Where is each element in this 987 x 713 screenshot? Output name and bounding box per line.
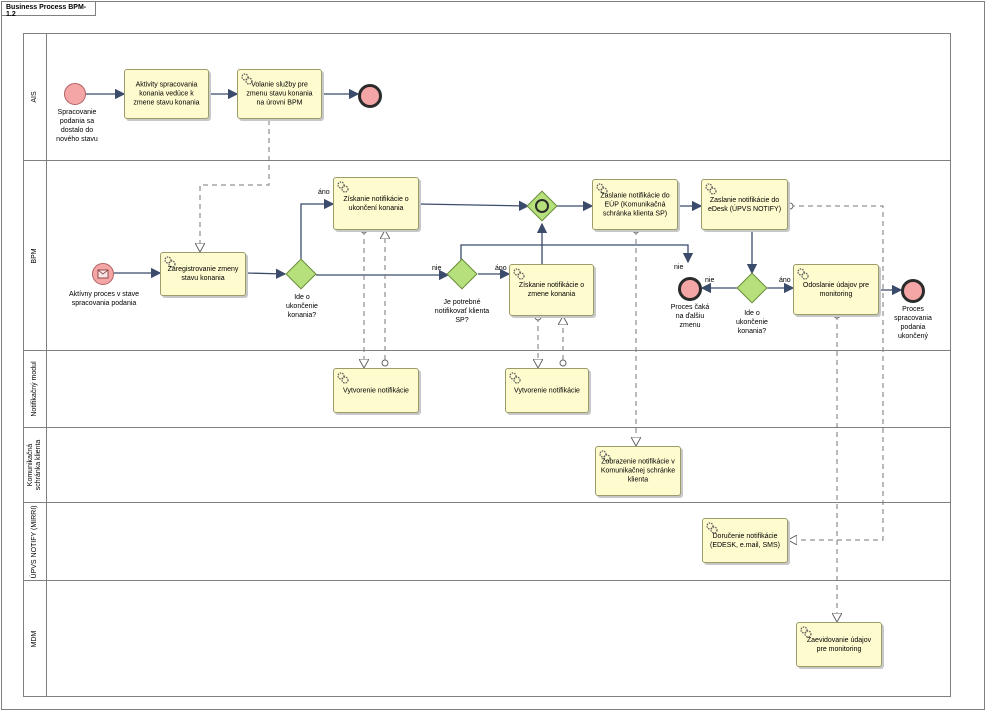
flow-label-nie-3: nie: [705, 277, 715, 284]
task-zaevidovanie-udajov: Zaevidovanie údajov pre monitoring: [796, 622, 882, 667]
task-zaregistrovanie: Zaregistrovanie zmeny stavu konania: [160, 252, 246, 296]
task-dorucenie-notifikacie: Doručenie notifikácie (EDESK, e.mail, SM…: [702, 518, 788, 563]
diagram-title-tab: Business Process BPM-1.2: [1, 1, 96, 18]
msg-start-vytvorenie2: [559, 359, 567, 367]
gear-icon: [337, 372, 349, 384]
msg-volanie-to-zaregistrovanie: [200, 120, 270, 252]
envelope-icon: [97, 269, 109, 279]
flow-label-nie-2: nie: [674, 264, 684, 271]
task-volanie-sluzby: Volanie služby pre zmenu stavu konania n…: [237, 69, 322, 119]
task-vytvorenie-notifikacie-1: Vytvorenie notifikácie: [333, 368, 419, 413]
gear-icon: [164, 256, 176, 268]
end-event-bpm: [901, 279, 925, 303]
gateway-3-label: Ide o ukončenie konania?: [736, 310, 768, 335]
start-event-ais-label: Spracovanie podania sa dostalo do nového…: [56, 109, 98, 143]
task-zaslanie-eup: Zaslanie notifikácie do EÚP (Komunikačná…: [592, 179, 678, 230]
msg-edesk-to-dorucenie: [788, 205, 884, 540]
pool: [23, 33, 951, 697]
lane-notifikacny-modul: Notifikačný modul: [23, 351, 951, 428]
gear-icon: [596, 183, 608, 195]
start-event-bpm-label: Aktívny proces v stave spracovania podan…: [68, 291, 140, 307]
gear-icon: [513, 268, 525, 280]
diagram-title: Business Process BPM-1.2: [6, 4, 87, 18]
gateway-1-label: Ide o ukončenie konania?: [286, 294, 318, 319]
task-ziskanie-zmena: Získanie notifikácie o zmene konania: [509, 264, 594, 316]
gear-icon: [705, 183, 717, 195]
flow-label-ano-1: áno: [318, 189, 330, 196]
lane-bpm: BPM: [23, 161, 951, 351]
flow-label-ano-3: áno: [779, 277, 791, 284]
end-event-wait: [678, 277, 702, 301]
start-event-ais: [64, 83, 86, 105]
end-event-wait-label: Proces čaká na ďalšiu zmenu: [670, 304, 710, 329]
message-start-event-bpm: [92, 263, 114, 285]
gear-icon: [599, 450, 611, 462]
flow-gw1-ano: [300, 198, 335, 260]
task-odoslanie-udajov: Odoslanie údajov pre monitoring: [793, 264, 879, 315]
lane-upvs-notify: ÚPVS NOTIFY (MIRRI): [23, 503, 951, 581]
task-aktivity-spracovania: Aktivity spracovania konania vedúce k zm…: [124, 69, 209, 119]
task-ziskanie-ukoncenie: Získanie notifikácie o ukončení konania: [333, 177, 419, 230]
task-zaslanie-edesk: Zaslanie notifikácie do eDesk (ÚPVS NOTI…: [701, 179, 788, 230]
gear-icon: [241, 73, 253, 85]
gear-icon: [337, 181, 349, 193]
lane-ais: AIS: [23, 33, 951, 161]
flow-label-ano-2: áno: [495, 265, 507, 272]
gateway-2-label: Je potrebné notifikovať klienta SP?: [434, 299, 490, 324]
task-vytvorenie-notifikacie-2: Vytvorenie notifikácie: [505, 368, 589, 413]
task-zobrazenie-notifikacie: Zobrazenie notifikácie v Komunikačnej sc…: [595, 446, 681, 496]
merge-event-marker: [535, 199, 549, 213]
lane-mdm: MDM: [23, 581, 951, 697]
end-event-bpm-label: Proces spracovania podania ukončený: [894, 306, 932, 340]
msg-start-vytvorenie1: [381, 359, 389, 367]
lane-komunikacna-schranka: Komunikačná schránka klienta: [23, 428, 951, 503]
gear-icon: [800, 626, 812, 638]
flow-label-nie-1: nie: [432, 265, 442, 272]
end-event-ais: [358, 84, 382, 108]
flow-ukoncenie-to-merge: [418, 200, 530, 212]
gear-icon: [706, 522, 718, 534]
gear-icon: [797, 268, 809, 280]
flow-gw2-nie-to-wait: [460, 244, 694, 264]
gear-icon: [509, 372, 521, 384]
flow-zaregistrovanie-to-gw1: [245, 268, 287, 279]
